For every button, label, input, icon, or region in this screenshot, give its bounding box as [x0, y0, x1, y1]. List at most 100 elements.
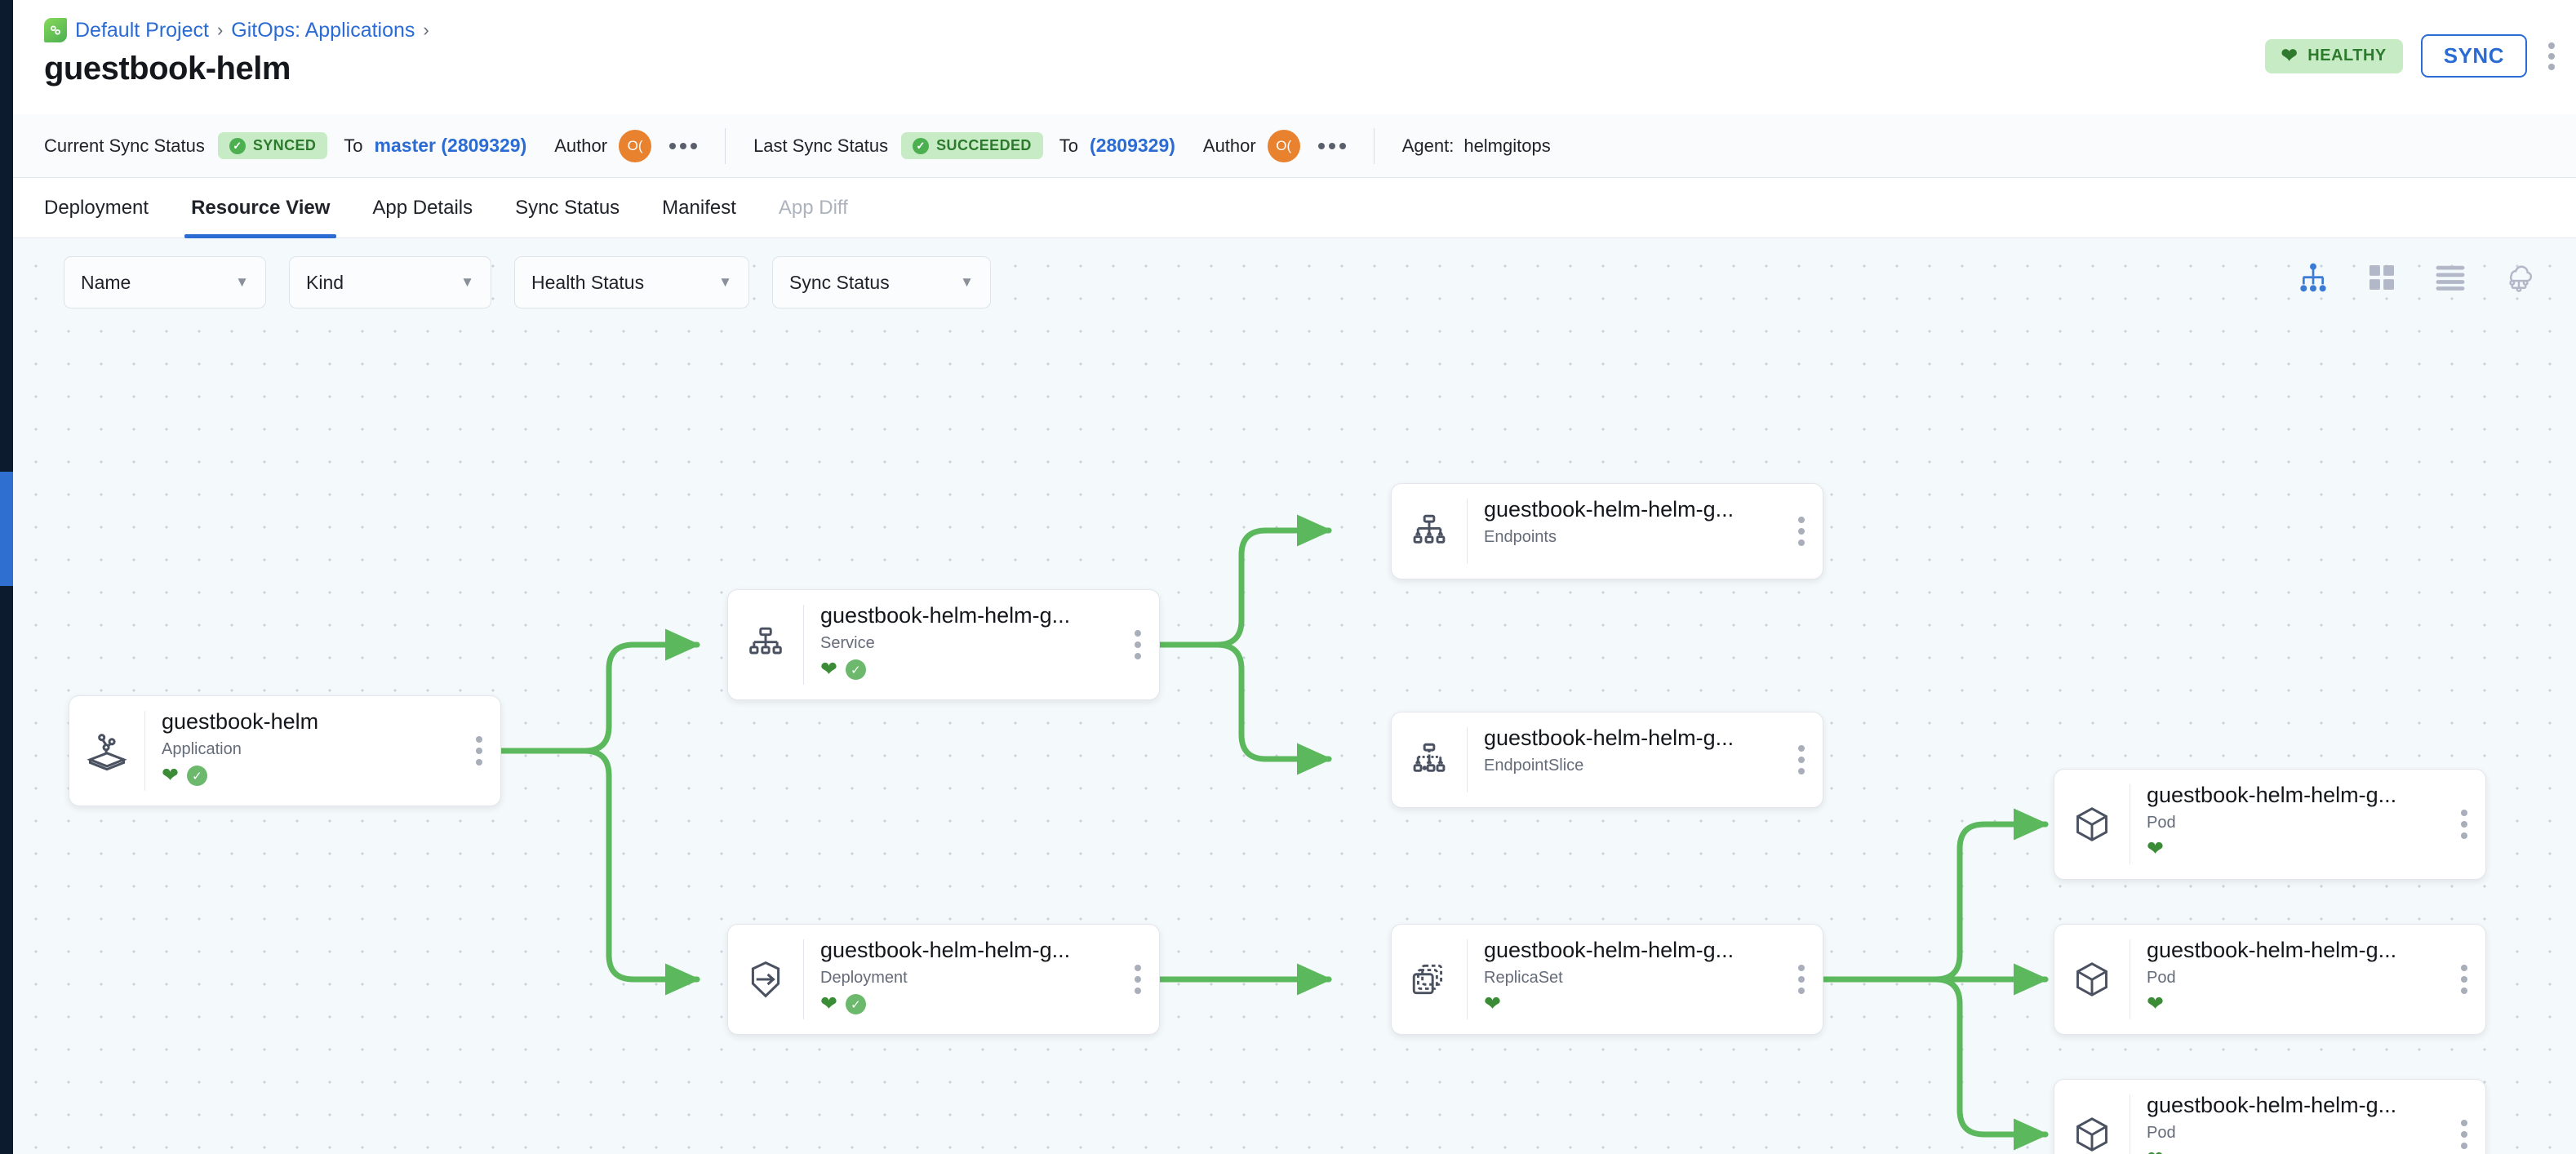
graph-node-replicaset[interactable]: guestbook-helm-helm-g... ReplicaSet ❤ [1391, 924, 1823, 1035]
project-logo-icon [44, 18, 67, 42]
tab-app-details[interactable]: App Details [372, 196, 473, 219]
application-icon [69, 696, 144, 806]
graph-node-kebab-icon[interactable] [2461, 1120, 2467, 1149]
page-title: guestbook-helm [44, 51, 291, 87]
heart-icon: ❤ [162, 764, 179, 788]
graph-node-status: ❤ [2147, 1149, 2485, 1154]
graph-node-kind: EndpointSlice [1484, 757, 1584, 775]
last-sync-status-badge-label: SUCCEEDED [936, 137, 1032, 153]
last-sync-more-icon[interactable] [1317, 142, 1346, 149]
last-sync-status-label: Last Sync Status [753, 135, 889, 156]
tab-manifest[interactable]: Manifest [662, 196, 736, 219]
tab-deployment[interactable]: Deployment [44, 196, 149, 219]
graph-node-status: ❤ [1484, 994, 1823, 1014]
filter-sync-status[interactable]: Sync Status ▼ [772, 256, 991, 308]
breadcrumb: Default Project › GitOps: Applications › [44, 18, 429, 42]
heart-icon: ❤ [2147, 1149, 2164, 1154]
graph-node-kebab-icon[interactable] [2461, 810, 2467, 839]
last-sync-status-badge: ✓ SUCCEEDED [901, 132, 1043, 159]
current-sync-author-label: Author [554, 135, 608, 156]
graph-node-endpointslice[interactable]: guestbook-helm-helm-g... EndpointSlice [1391, 712, 1823, 808]
sync-button[interactable]: SYNC [2420, 34, 2527, 78]
network-view-icon[interactable] [2501, 260, 2537, 295]
graph-node-kind: ReplicaSet [1484, 969, 1563, 988]
agent-value: helmgitops [1463, 135, 1551, 156]
sync-ok-icon: ✓ [845, 994, 866, 1015]
breadcrumb-item-default-project[interactable]: Default Project [75, 18, 209, 42]
graph-node-name: guestbook-helm-helm-g... [820, 938, 1071, 962]
statusbar-divider-2 [1373, 127, 1375, 164]
graph-node-pod-3[interactable]: guestbook-helm-helm-g... Pod ❤ [2054, 1079, 2486, 1154]
heart-icon: ❤ [820, 658, 837, 681]
left-rail-active-indicator[interactable] [0, 472, 13, 586]
graph-node-kebab-icon[interactable] [476, 736, 482, 766]
graph-node-name: guestbook-helm-helm-g... [1484, 497, 1734, 522]
last-sync-revision-link[interactable]: (2809329) [1090, 135, 1175, 156]
graph-node-pod-2[interactable]: guestbook-helm-helm-g... Pod ❤ [2054, 924, 2486, 1035]
filter-health-status[interactable]: Health Status ▼ [514, 256, 749, 308]
chevron-down-icon: ▼ [718, 274, 732, 290]
tab-app-diff: App Diff [778, 196, 848, 219]
graph-node-kebab-icon[interactable] [1135, 630, 1141, 659]
pod-icon [2054, 770, 2130, 879]
breadcrumb-separator-2: › [423, 20, 429, 40]
header-kebab-icon[interactable] [2545, 39, 2558, 73]
current-sync-revision-link[interactable]: master (2809329) [374, 135, 527, 156]
graph-node-kind: Pod [2147, 1124, 2176, 1143]
filter-name[interactable]: Name ▼ [64, 256, 266, 308]
current-sync-more-icon[interactable] [669, 142, 698, 149]
statusbar-divider-1 [725, 127, 726, 164]
service-icon [728, 590, 803, 699]
filter-kind[interactable]: Kind ▼ [289, 256, 491, 308]
replicaset-icon [1392, 925, 1467, 1034]
graph-node-kebab-icon[interactable] [1135, 965, 1141, 994]
last-sync-author-avatar[interactable]: O( [1267, 129, 1300, 162]
graph-node-deployment[interactable]: guestbook-helm-helm-g... Deployment ❤ ✓ [727, 924, 1160, 1035]
agent-info: Agent:helmgitops [1402, 135, 1551, 157]
endpoints-icon [1392, 484, 1467, 579]
graph-node-kebab-icon[interactable] [1798, 517, 1805, 546]
graph-node-kind: Service [820, 634, 875, 653]
status-badge-healthy: ❤ HEALTHY [2264, 38, 2403, 73]
heart-icon: ❤ [2281, 44, 2298, 67]
grid-view-icon[interactable] [2364, 260, 2400, 295]
filter-name-label: Name [81, 271, 131, 293]
check-circle-icon: ✓ [229, 137, 246, 154]
graph-node-kebab-icon[interactable] [1798, 745, 1805, 775]
heart-icon: ❤ [2147, 992, 2164, 1016]
graph-node-name: guestbook-helm-helm-g... [2147, 1093, 2397, 1117]
graph-node-kebab-icon[interactable] [1798, 965, 1805, 994]
chevron-down-icon: ▼ [460, 274, 474, 290]
graph-node-status: ❤ ✓ [162, 764, 500, 788]
tab-sync-status[interactable]: Sync Status [515, 196, 620, 219]
graph-node-name: guestbook-helm-helm-g... [1484, 938, 1734, 962]
graph-node-kind: Endpoints [1484, 528, 1557, 547]
graph-node-name: guestbook-helm-helm-g... [1484, 726, 1734, 750]
filter-health-status-label: Health Status [531, 271, 645, 293]
graph-node-name: guestbook-helm-helm-g... [2147, 783, 2397, 807]
heart-icon: ❤ [2147, 837, 2164, 861]
graph-node-pod-1[interactable]: guestbook-helm-helm-g... Pod ❤ [2054, 769, 2486, 880]
node-divider [803, 605, 804, 685]
tree-view-icon[interactable] [2295, 260, 2331, 295]
graph-node-kind: Pod [2147, 814, 2176, 832]
graph-node-application[interactable]: guestbook-helm Application ❤ ✓ [69, 695, 501, 806]
resource-graph-canvas[interactable]: Name ▼ Kind ▼ Health Status ▼ Sync Statu… [13, 238, 2576, 1154]
graph-node-kebab-icon[interactable] [2461, 965, 2467, 994]
graph-node-kind: Application [162, 740, 242, 759]
filter-kind-label: Kind [306, 271, 344, 293]
node-divider [1467, 727, 1468, 792]
check-circle-icon: ✓ [913, 137, 930, 154]
node-divider [1467, 939, 1468, 1019]
graph-node-service[interactable]: guestbook-helm-helm-g... Service ❤ ✓ [727, 589, 1160, 700]
breadcrumb-item-gitops-applications[interactable]: GitOps: Applications [231, 18, 415, 42]
current-sync-status-badge-label: SYNCED [252, 137, 317, 153]
current-sync-status-label: Current Sync Status [44, 135, 205, 156]
list-view-icon[interactable] [2432, 260, 2468, 295]
graph-node-endpoints[interactable]: guestbook-helm-helm-g... Endpoints [1391, 483, 1823, 579]
graph-node-kind: Deployment [820, 969, 908, 988]
tab-resource-view[interactable]: Resource View [170, 178, 351, 238]
current-sync-author-avatar[interactable]: O( [619, 129, 652, 162]
graph-node-name: guestbook-helm-helm-g... [820, 603, 1071, 628]
breadcrumb-separator-1: › [216, 20, 224, 40]
